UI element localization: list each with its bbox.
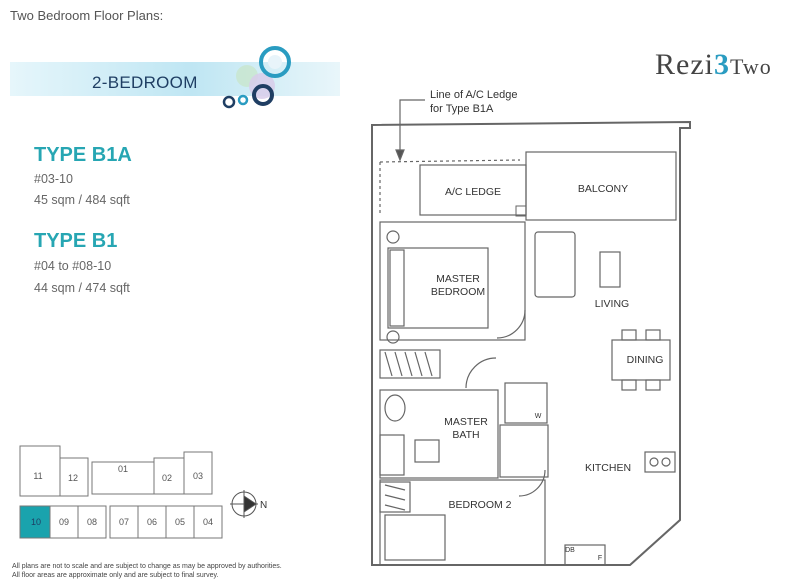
- decorative-circles: [222, 46, 291, 109]
- room-label-dining: DINING: [627, 354, 664, 366]
- room-label-balcony: BALCONY: [578, 183, 628, 195]
- bedroom2-wardrobe: [379, 481, 411, 513]
- room-label-bedroom2: BEDROOM 2: [448, 499, 511, 511]
- section-banner: [10, 62, 340, 96]
- brand-suffix: Two: [729, 54, 772, 79]
- key-plan-label: 06: [147, 517, 157, 527]
- bedroom2-bed: [384, 514, 446, 561]
- master-bedroom-room: [379, 221, 526, 341]
- key-plan-label: 01: [118, 464, 128, 474]
- ac-ledge-line: [379, 159, 521, 215]
- master-bath-room: [379, 389, 499, 479]
- shower: [379, 434, 405, 476]
- db-box: [564, 544, 606, 566]
- key-plan-label: 11: [33, 471, 42, 481]
- brand-prefix: Rezi: [655, 48, 714, 81]
- disclaimer-line-2: All floor areas are approximate only and…: [12, 572, 219, 579]
- page-title: Two Bedroom Floor Plans:: [10, 8, 164, 23]
- key-plan-unit-01: [91, 461, 155, 495]
- label-db: DB: [565, 547, 575, 554]
- key-plan-unit-02: [153, 457, 185, 495]
- ledge-note-line1: Line of A/C Ledge: [430, 89, 517, 101]
- disclaimer: All plans are not to scale and are subje…: [12, 562, 342, 580]
- fridge-box: [499, 424, 549, 478]
- key-plan-label: 09: [59, 517, 69, 527]
- balcony-room: [525, 151, 677, 221]
- key-plan-label: 07: [119, 517, 129, 527]
- brand-logo: Rezi3Two: [655, 48, 772, 82]
- label-f: F: [598, 555, 602, 562]
- key-plan-label: 08: [87, 517, 97, 527]
- key-plan-unit-08: [77, 505, 107, 539]
- type-b1a-area: 45 sqm / 484 sqft: [34, 193, 130, 207]
- room-label-living: LIVING: [595, 298, 629, 310]
- compass-label: N: [260, 500, 267, 511]
- master-lamp-1: [386, 230, 400, 244]
- washer-box: [504, 382, 548, 424]
- key-plan-label: 03: [193, 471, 203, 481]
- type-b1-area: 44 sqm / 474 sqft: [34, 281, 130, 295]
- master-lamp-2: [386, 330, 400, 344]
- label-w: W: [535, 413, 542, 420]
- ledge-note-arrow: [399, 99, 425, 150]
- section-banner-label: 2-BEDROOM: [92, 73, 198, 92]
- type-b1a-units: #03-10: [34, 172, 73, 186]
- room-label-master-bedroom-1: MASTER: [436, 273, 480, 285]
- dining-table: [611, 339, 671, 381]
- room-label-master-bedroom-2: BEDROOM: [431, 286, 485, 298]
- type-b1a-title: TYPE B1A: [34, 144, 132, 166]
- master-bed: [387, 247, 489, 329]
- toilet: [384, 394, 406, 422]
- key-plan-label: 02: [162, 473, 172, 483]
- room-label-kitchen: KITCHEN: [585, 462, 631, 474]
- key-plan-unit-12: [59, 457, 89, 497]
- key-plan-unit-10-highlighted: [19, 505, 51, 539]
- key-plan-label: 05: [175, 517, 185, 527]
- master-bed-pillows: [389, 249, 405, 327]
- room-label-ac-ledge: A/C LEDGE: [445, 186, 501, 198]
- hob: [644, 451, 676, 473]
- key-plan-label: 04: [203, 517, 213, 527]
- disclaimer-line-1: All plans are not to scale and are subje…: [12, 563, 282, 570]
- brand-number: 3: [713, 48, 730, 81]
- type-b1-units: #04 to #08-10: [34, 259, 112, 273]
- key-plan-label: 12: [68, 473, 78, 483]
- compass-icon: [230, 490, 258, 518]
- sofa: [534, 231, 576, 298]
- coffee-table: [599, 251, 621, 288]
- key-plan-unit-05: [165, 505, 195, 539]
- key-plan-unit-04: [193, 505, 223, 539]
- ledge-note-line2: for Type B1A: [430, 103, 494, 115]
- key-plan-unit-03: [183, 451, 213, 495]
- key-plan: 11 12 01 02 03 10 09 08 07 06 05 04 N: [19, 445, 267, 539]
- bedroom2-room: [379, 479, 546, 566]
- room-label-master-bath-2: BATH: [452, 429, 479, 441]
- key-plan-label: 10: [31, 517, 41, 527]
- basin: [414, 439, 440, 463]
- wardrobe: [379, 349, 441, 379]
- type-b1-title: TYPE B1: [34, 230, 118, 252]
- room-label-master-bath-1: MASTER: [444, 416, 488, 428]
